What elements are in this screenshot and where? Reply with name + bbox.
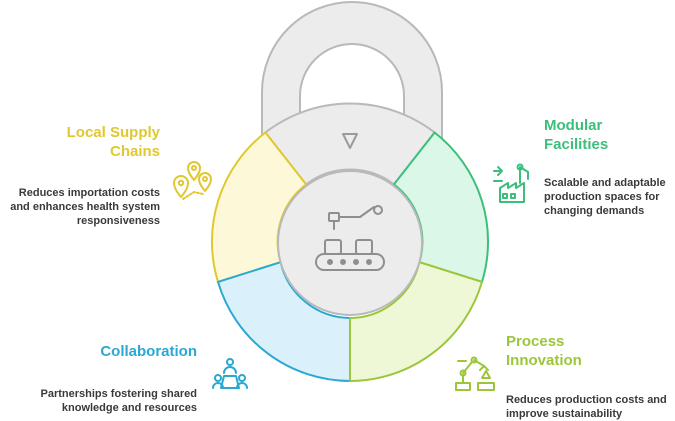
modular-factory-icon xyxy=(493,163,529,203)
local-supply-chains-title: Local Supply Chains xyxy=(67,123,160,161)
modular-facilities-desc-line1: Scalable and adaptable xyxy=(544,177,666,189)
segment-collaboration xyxy=(216,260,351,383)
process-innovation-title: Process Innovation xyxy=(506,332,582,370)
collaboration-title: Collaboration xyxy=(100,342,197,361)
down-triangle-icon xyxy=(342,133,358,149)
segment-process-innovation xyxy=(349,260,484,383)
modular-facilities-desc-line2: production spaces for xyxy=(544,191,660,203)
local-supply-chains-desc-line1: Reduces importation costs xyxy=(18,187,160,199)
modular-facilities-title-line1: Modular xyxy=(544,117,603,134)
center-hub xyxy=(277,170,423,316)
process-innovation-desc-line1: Reduces production costs and xyxy=(506,394,667,406)
local-supply-chains-desc-line3: responsiveness xyxy=(76,215,160,227)
local-supply-chains-title-line2: Chains xyxy=(109,143,160,160)
modular-facilities-description: Scalable and adaptable production spaces… xyxy=(544,176,666,218)
padlock-shackle xyxy=(261,1,443,141)
modular-facilities-title: Modular Facilities xyxy=(544,116,608,154)
process-innovation-title-line1: Process xyxy=(506,333,565,350)
conveyor-robot-icon xyxy=(315,205,385,271)
local-supply-chains-title-line1: Local Supply xyxy=(66,124,160,141)
process-innovation-description: Reduces production costs and improve sus… xyxy=(506,393,667,421)
robot-arm-icon xyxy=(455,356,495,391)
modular-facilities-title-line2: Facilities xyxy=(544,136,609,153)
collaboration-title-line1: Collaboration xyxy=(100,343,197,360)
local-supply-chains-desc-line2: and enhances health system xyxy=(10,201,160,213)
process-innovation-title-line2: Innovation xyxy=(506,352,582,369)
collaboration-description: Partnerships fostering shared knowledge … xyxy=(41,387,198,415)
local-supply-chains-description: Reduces importation costs and enhances h… xyxy=(10,186,160,228)
team-collaboration-icon xyxy=(212,358,248,389)
lock-top-segment xyxy=(263,102,437,186)
process-innovation-desc-line2: improve sustainability xyxy=(506,408,623,420)
modular-facilities-desc-line3: changing demands xyxy=(544,205,645,217)
collaboration-desc-line1: Partnerships fostering shared xyxy=(40,388,198,400)
location-pins-icon xyxy=(173,161,212,200)
collaboration-desc-line2: knowledge and resources xyxy=(61,402,197,414)
